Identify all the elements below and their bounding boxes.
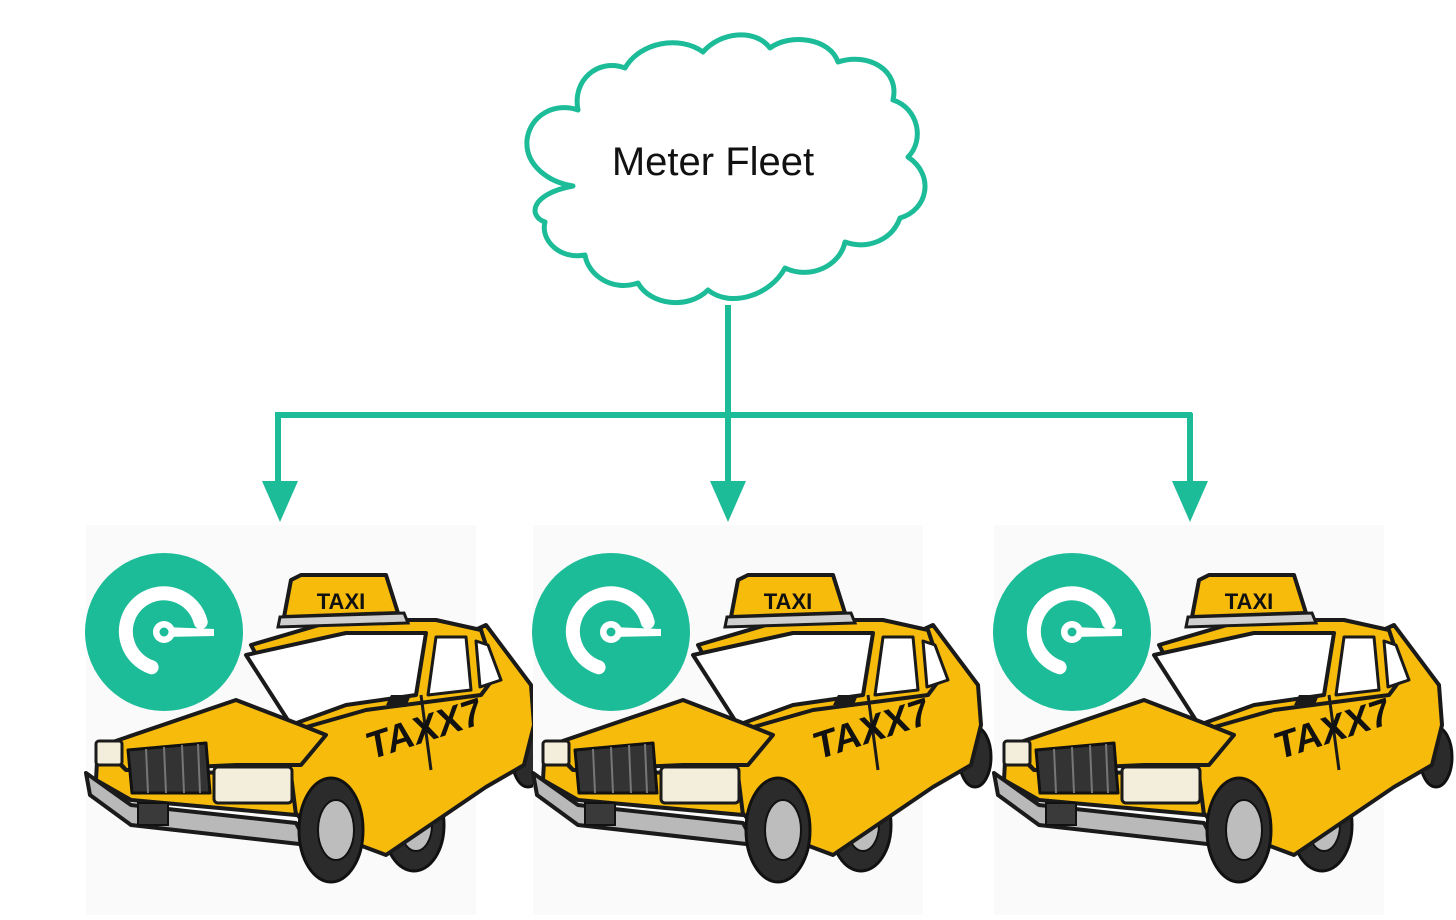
arrowhead-right	[1172, 481, 1208, 522]
cloud-label: Meter Fleet	[612, 140, 814, 184]
roof-sign-text: TAXI	[317, 589, 365, 614]
arrowheads	[262, 481, 1208, 522]
meter-gauge-icon	[993, 553, 1151, 711]
meter-gauge-icon	[85, 553, 243, 711]
arrowhead-center	[710, 481, 746, 522]
roof-sign-text: TAXI	[1225, 589, 1273, 614]
roof-sign-text: TAXI	[764, 589, 812, 614]
arrowhead-left	[262, 481, 298, 522]
taxi-node: TAXI TAXX7	[992, 525, 1454, 915]
meter-gauge-icon	[532, 553, 690, 711]
cloud-node: Meter Fleet	[524, 32, 928, 306]
taxi-node: TAXI TAXX7	[531, 525, 993, 915]
taxi-node: TAXI TAXX7	[84, 525, 546, 915]
connector-lines	[275, 305, 1193, 484]
